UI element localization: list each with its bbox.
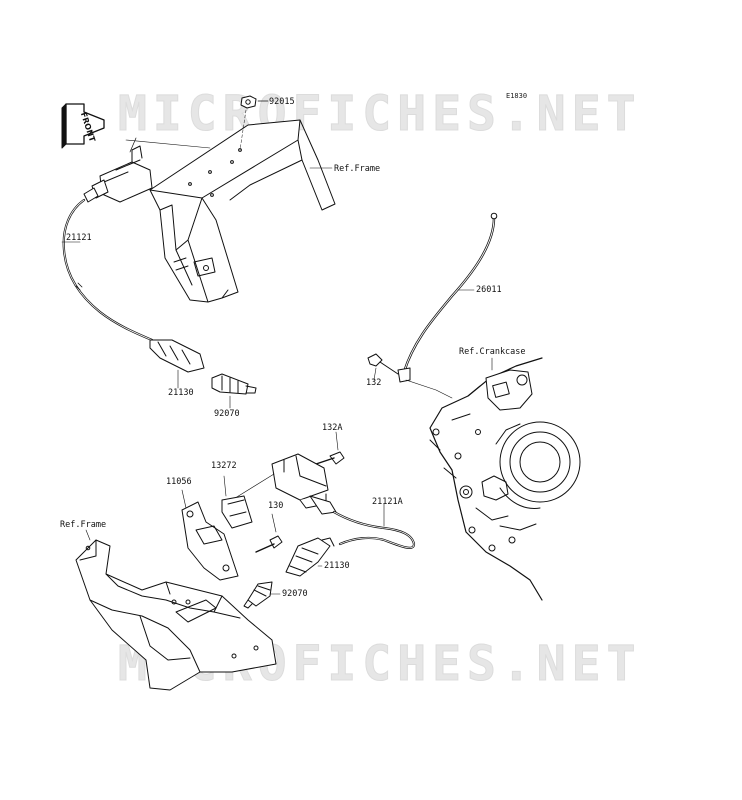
label-92015: 92015 — [269, 97, 295, 107]
bracket-11056 — [181, 489, 239, 581]
label-21130-top: 21130 — [168, 388, 194, 398]
bolt-132 — [367, 353, 399, 381]
label-26011: 26011 — [476, 285, 502, 295]
upper-frame-bracket — [149, 119, 336, 303]
lower-plug-cap — [285, 537, 335, 577]
front-arrow-icon — [61, 103, 105, 149]
nut-92015 — [239, 95, 269, 151]
diagram-code: E1830 — [506, 92, 528, 100]
label-132A: 132A — [322, 423, 343, 433]
cable-21121 — [62, 198, 154, 342]
label-92070-bottom: 92070 — [282, 589, 308, 599]
label-132: 132 — [366, 378, 382, 388]
label-21121: 21121 — [66, 233, 92, 243]
label-21121A: 21121A — [372, 497, 403, 507]
label-21130-bottom: 21130 — [324, 561, 350, 571]
crankcase — [429, 357, 581, 601]
label-ref-frame-top: Ref.Frame — [334, 164, 381, 174]
upper-plug-cap — [149, 339, 205, 389]
bolt-132A — [315, 431, 345, 465]
label-130: 130 — [268, 501, 284, 511]
lower-frame — [75, 529, 277, 691]
lower-ignition-coil — [231, 453, 337, 515]
upper-spark-plug — [211, 373, 257, 409]
cable-21121A — [332, 510, 416, 549]
label-ref-crankcase: Ref.Crankcase — [459, 347, 526, 357]
watermark-top: MICROFICHES.NET — [117, 86, 642, 143]
label-ref-frame-bottom: Ref.Frame — [60, 520, 107, 530]
label-13272: 13272 — [211, 461, 237, 471]
upper-ignition-coil — [83, 137, 153, 203]
bolt-130 — [255, 513, 283, 553]
label-92070-top: 92070 — [214, 409, 240, 419]
label-11056: 11056 — [166, 477, 192, 487]
bracket-13272 — [221, 475, 253, 529]
lower-spark-plug — [243, 581, 281, 609]
